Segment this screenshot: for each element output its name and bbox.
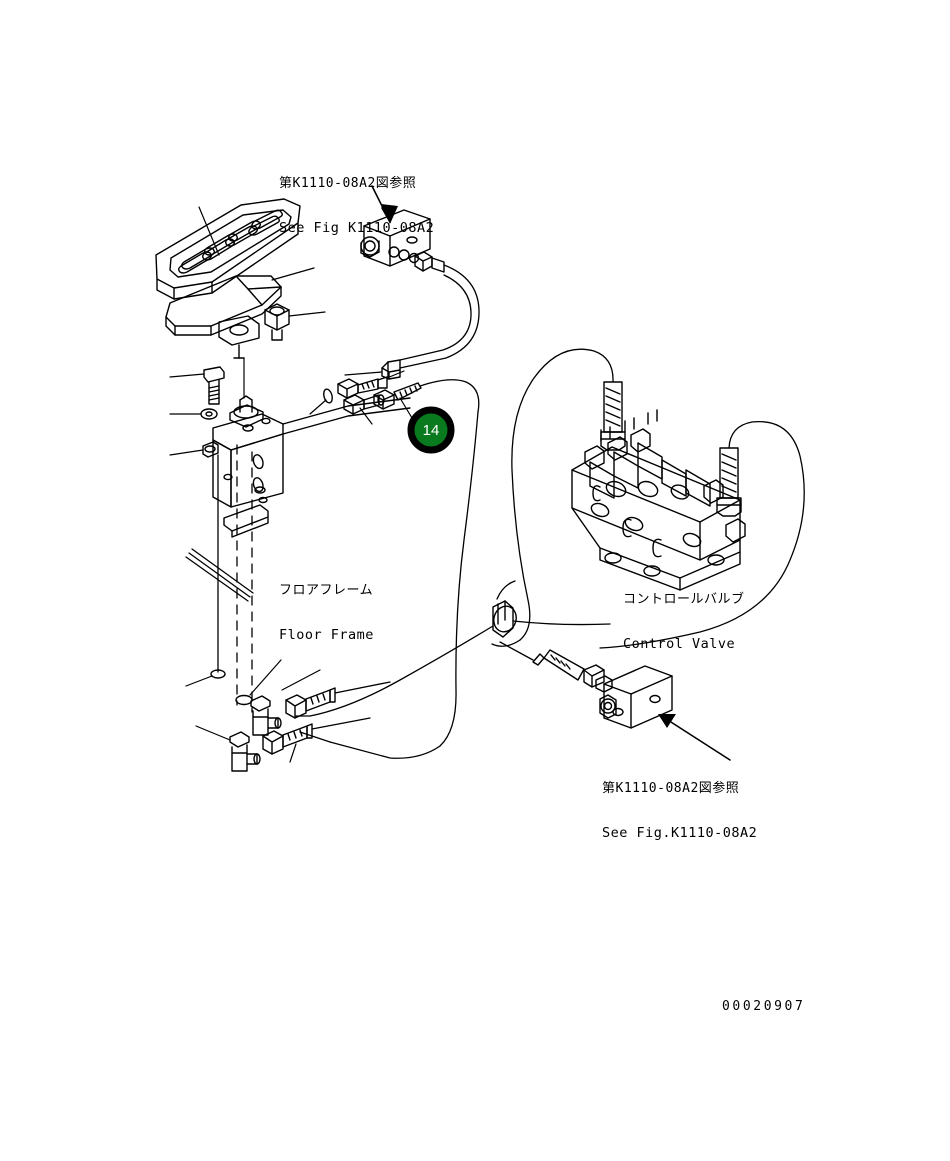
pedal-hinge-boss: [218, 315, 260, 359]
fitting-group-upper: [309, 370, 405, 425]
floor-frame-label-jp: フロアフレーム: [279, 583, 374, 598]
floor-frame-rods: [185, 444, 282, 713]
mounting-bolt: [169, 366, 225, 405]
fig-reference-top-en: See Fig K1110-08A2: [279, 220, 435, 236]
floor-frame-label: フロアフレーム Floor Frame: [279, 553, 374, 673]
hose-to-floor: [299, 379, 480, 759]
lower-valve-block: [499, 641, 731, 761]
fig-reference-bottom-en: See Fig.K1110-08A2: [602, 825, 758, 841]
hose-upper-left: [344, 251, 480, 380]
control-valve-label-en: Control Valve: [623, 636, 736, 652]
floor-frame-label-en: Floor Frame: [279, 627, 374, 643]
foot-pedal-pad: [155, 198, 301, 300]
pedal-bracket: [169, 357, 411, 508]
control-valve-label: コントロールバルブ Control Valve: [623, 562, 745, 682]
fig-reference-top: 第K1110-08A2図参照 See Fig K1110-08A2: [279, 146, 434, 266]
upper-valve-block: [360, 185, 431, 267]
washer: [169, 408, 218, 420]
pedal-nut: [264, 303, 326, 341]
elbow-fitting-lower: [195, 717, 371, 772]
callout-14[interactable]: [407, 406, 455, 454]
pedal-plate: [165, 267, 315, 336]
fig-reference-bottom: 第K1110-08A2図参照 See Fig.K1110-08A2: [602, 751, 757, 871]
drawing-number: 00020907: [722, 999, 806, 1014]
elbow-fitting-upper: [250, 669, 391, 736]
hose-clamp: [492, 580, 517, 638]
control-valve-assembly: [571, 409, 746, 591]
fig-reference-bottom-jp: 第K1110-08A2図参照: [602, 781, 740, 796]
valve-hose-right: [599, 420, 805, 649]
valve-hose-left: [491, 348, 626, 647]
control-valve-label-jp: コントロールバルブ: [623, 592, 745, 607]
fig-reference-top-jp: 第K1110-08A2図参照: [279, 176, 417, 191]
